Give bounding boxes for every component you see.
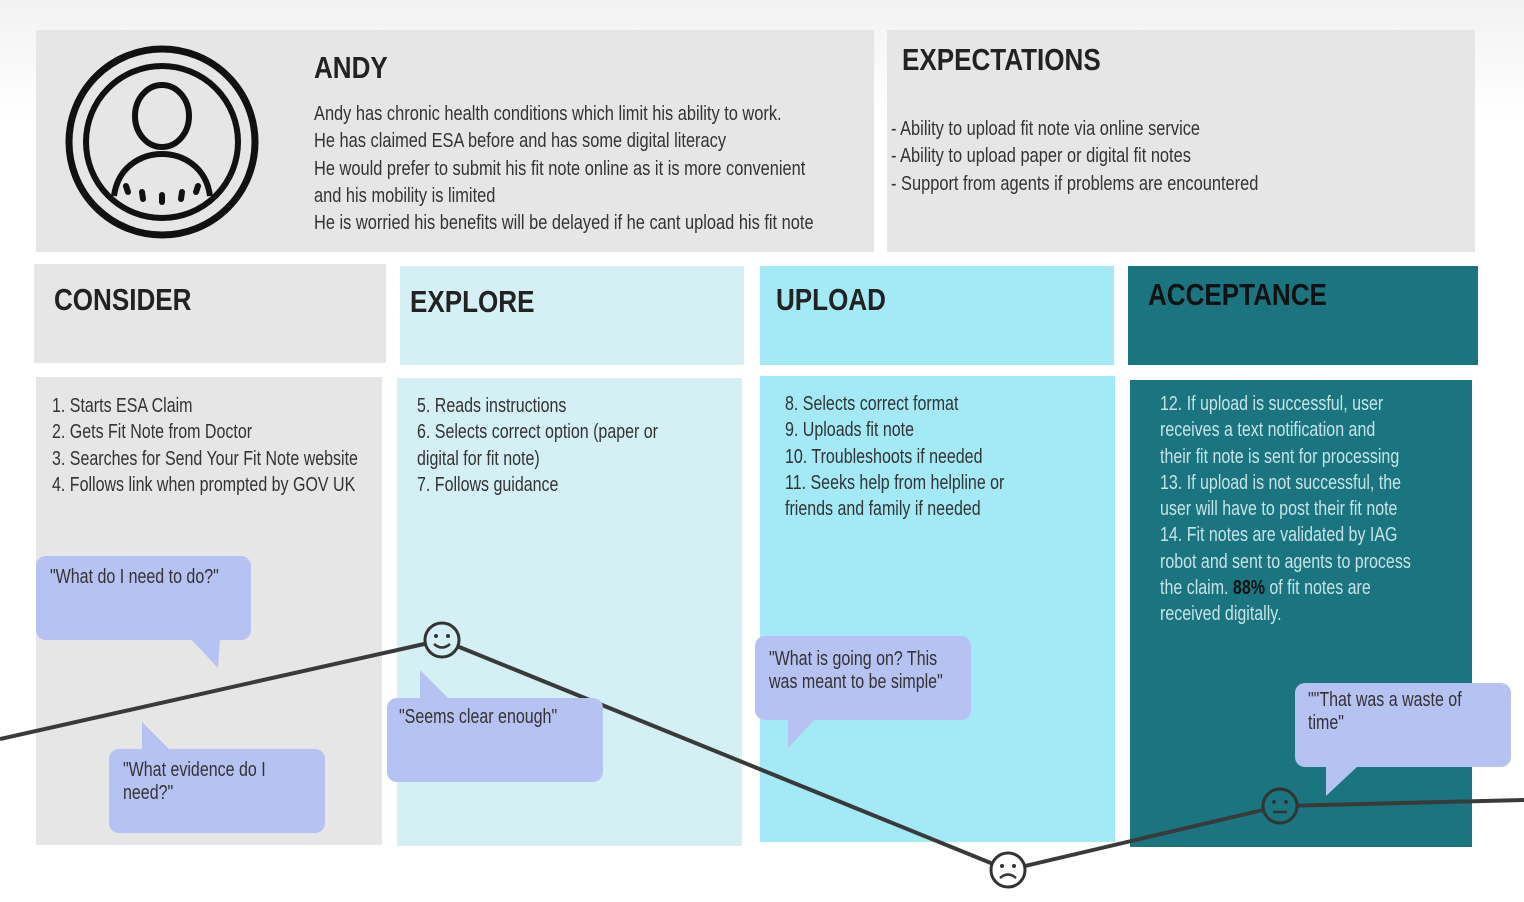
step-item: 4. Follows link when prompted by GOV UK [52, 473, 356, 496]
sad-face-icon [989, 851, 1027, 889]
step-list: 5. Reads instructions 6. Selects correct… [417, 393, 658, 498]
persona-line: He would prefer to submit his fit note o… [314, 156, 806, 180]
quote-line: "What is going on? This [769, 648, 938, 670]
quote-text: "What evidence do I need?" [123, 759, 266, 805]
step-list: 8. Selects correct format 9. Uploads fit… [785, 391, 1004, 522]
quote-line: was meant to be simple" [769, 671, 943, 693]
quote-line: "What do I need to do?" [50, 566, 219, 588]
bubble-tail [788, 716, 818, 748]
step-item: 7. Follows guidance [417, 473, 559, 496]
quote-bubble: "What evidence do I need?" [109, 749, 325, 833]
expectation-item: - Ability to upload paper or digital fit… [891, 144, 1191, 168]
quote-text: "What is going on? This was meant to be … [769, 648, 943, 694]
step-item: 10. Troubleshoots if needed [785, 445, 983, 468]
quote-bubble: ""That was a waste of time" [1295, 683, 1511, 767]
step-text: of fit notes are [1264, 577, 1371, 600]
step-item: 14. Fit notes are validated by IAG [1160, 524, 1398, 547]
step-item: 8. Selects correct format [785, 393, 959, 415]
stage-body-acceptance: 12. If upload is successful, user receiv… [1130, 380, 1472, 847]
digital-percentage: 88% [1232, 577, 1265, 600]
step-item: 12. If upload is successful, user [1160, 393, 1384, 415]
quote-line: need?" [123, 782, 174, 804]
step-item: 2. Gets Fit Note from Doctor [52, 421, 253, 444]
step-text: the claim. [1160, 577, 1233, 600]
step-item: the claim. 88% of fit notes are [1160, 575, 1411, 601]
persona-card: ANDY Andy has chronic health conditions … [36, 30, 874, 252]
step-item: robot and sent to agents to process [1160, 550, 1411, 573]
persona-name: ANDY [314, 50, 388, 85]
step-item: digital for fit note) [417, 447, 540, 470]
expectation-item: - Ability to upload fit note via online … [891, 117, 1201, 140]
bubble-tail [190, 638, 220, 668]
stage-title: EXPLORE [410, 284, 535, 319]
stage-title: CONSIDER [54, 282, 192, 317]
expectations-card: EXPECTATIONS - Ability to upload fit not… [887, 30, 1475, 252]
quote-text: "Seems clear enough" [399, 706, 557, 729]
bubble-tail [420, 670, 450, 700]
step-item: receives a text notification and [1160, 419, 1376, 442]
stage-header-acceptance: ACCEPTANCE [1128, 266, 1478, 365]
quote-line: "Seems clear enough" [399, 706, 558, 728]
quote-bubble: "What do I need to do?" [36, 556, 251, 640]
quote-text: "What do I need to do?" [50, 566, 219, 589]
step-item: 9. Uploads fit note [785, 419, 914, 442]
step-item: 6. Selects correct option (paper or [417, 421, 659, 444]
step-item: 5. Reads instructions [417, 395, 567, 417]
step-item: received digitally. [1160, 603, 1282, 626]
stage-title: ACCEPTANCE [1148, 277, 1327, 312]
quote-line: ""That was a waste of [1308, 689, 1462, 711]
quote-bubble: "Seems clear enough" [387, 698, 603, 782]
step-item: 1. Starts ESA Claim [52, 395, 193, 417]
stage-header-consider: CONSIDER [34, 264, 386, 363]
expectations-list: - Ability to upload fit note via online … [891, 115, 1258, 197]
bubble-tail [1326, 766, 1358, 796]
step-item: 11. Seeks help from helpline or [785, 471, 1005, 494]
persona-description: Andy has chronic health conditions which… [314, 100, 814, 236]
user-circle-icon [65, 45, 259, 239]
persona-line: He is worried his benefits will be delay… [314, 211, 814, 235]
step-item: 3. Searches for Send Your Fit Note websi… [52, 447, 358, 470]
step-list: 12. If upload is successful, user receiv… [1160, 391, 1411, 628]
expectations-title: EXPECTATIONS [902, 42, 1101, 77]
persona-line: Andy has chronic health conditions which… [314, 102, 782, 125]
step-item: friends and family if needed [785, 498, 981, 521]
stage-header-explore: EXPLORE [400, 266, 744, 365]
stage-header-upload: UPLOAD [760, 266, 1114, 365]
stage-body-upload: 8. Selects correct format 9. Uploads fit… [760, 376, 1115, 842]
smile-face-icon [423, 621, 461, 659]
quote-line: "What evidence do I [123, 759, 266, 781]
expectation-item: - Support from agents if problems are en… [891, 171, 1259, 195]
quote-line: time" [1308, 712, 1344, 734]
step-item: user will have to post their fit note [1160, 498, 1398, 521]
step-item: 13. If upload is not successful, the [1160, 471, 1402, 494]
step-item: their fit note is sent for processing [1160, 445, 1400, 468]
quote-bubble: "What is going on? This was meant to be … [755, 636, 971, 720]
quote-text: ""That was a waste of time" [1308, 689, 1462, 735]
step-list: 1. Starts ESA Claim 2. Gets Fit Note fro… [52, 393, 358, 498]
neutral-face-icon [1261, 787, 1299, 825]
bubble-tail [142, 722, 172, 752]
stage-title: UPLOAD [776, 282, 886, 317]
persona-line: and his mobility is limited [314, 183, 496, 207]
persona-line: He has claimed ESA before and has some d… [314, 129, 727, 153]
